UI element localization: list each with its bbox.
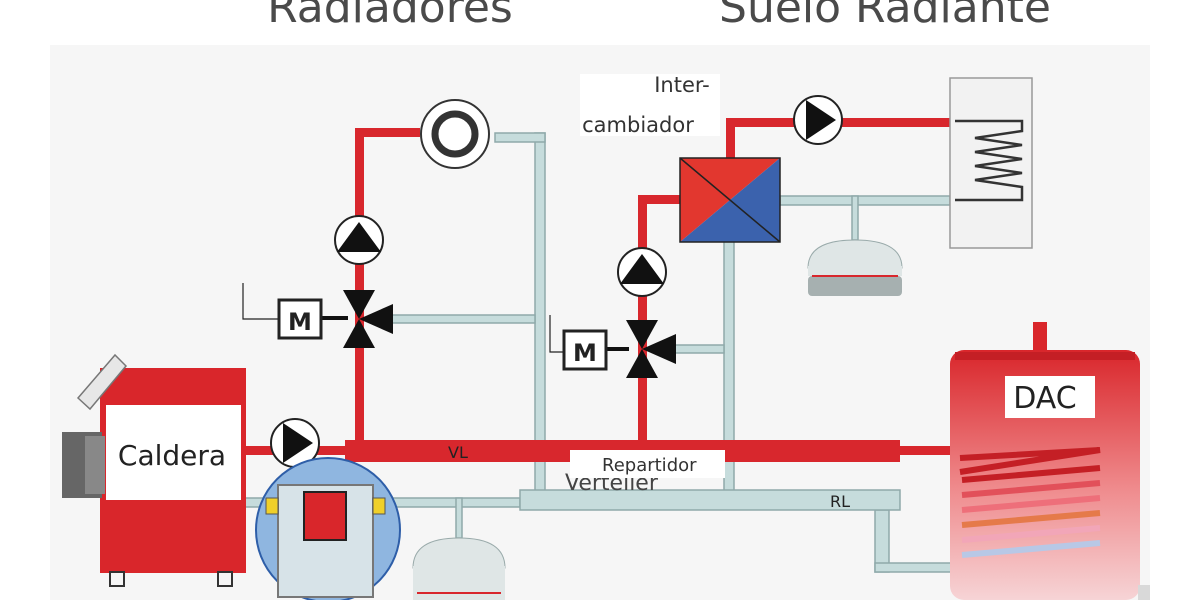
exchanger-icon bbox=[679, 157, 781, 243]
three-way-valve-icon bbox=[605, 320, 676, 378]
return-header-rl bbox=[519, 489, 901, 511]
label-intercambiador-2: cambiador bbox=[582, 113, 694, 137]
motor-icon: M bbox=[549, 315, 608, 371]
intercambiador-label-box bbox=[580, 74, 720, 136]
label-rl: RL bbox=[830, 492, 850, 511]
motor-label: M bbox=[288, 308, 312, 336]
dhw-tank: DAC bbox=[950, 322, 1150, 600]
hydraulic-separator-icon bbox=[255, 457, 401, 603]
pump-icon bbox=[334, 215, 384, 265]
label-intercambiador-1: Inter- bbox=[654, 73, 710, 97]
label-caldera: Caldera bbox=[118, 439, 226, 472]
pump-icon bbox=[793, 95, 843, 145]
label-vl: VL bbox=[448, 443, 468, 462]
radiator-icon bbox=[420, 99, 490, 169]
coil-icon bbox=[949, 77, 1033, 249]
title-suelo-radiante: Suelo Radiante bbox=[719, 0, 1051, 33]
motor-icon: M bbox=[242, 283, 323, 340]
label-dac: DAC bbox=[1013, 381, 1077, 416]
title-radiadores: Radiadores bbox=[267, 0, 513, 33]
motor-label: M bbox=[573, 339, 597, 367]
expansion-vessel-icon bbox=[807, 239, 903, 296]
pump-icon bbox=[617, 247, 667, 297]
expansion-vessel-icon bbox=[412, 537, 506, 600]
coil-icon bbox=[959, 447, 1101, 558]
three-way-valve-icon bbox=[320, 290, 393, 348]
label-repartidor: Repartidor bbox=[602, 455, 697, 476]
pump-icon bbox=[270, 418, 320, 468]
boiler: Caldera bbox=[62, 353, 246, 587]
repartidor-label-box bbox=[570, 450, 725, 478]
